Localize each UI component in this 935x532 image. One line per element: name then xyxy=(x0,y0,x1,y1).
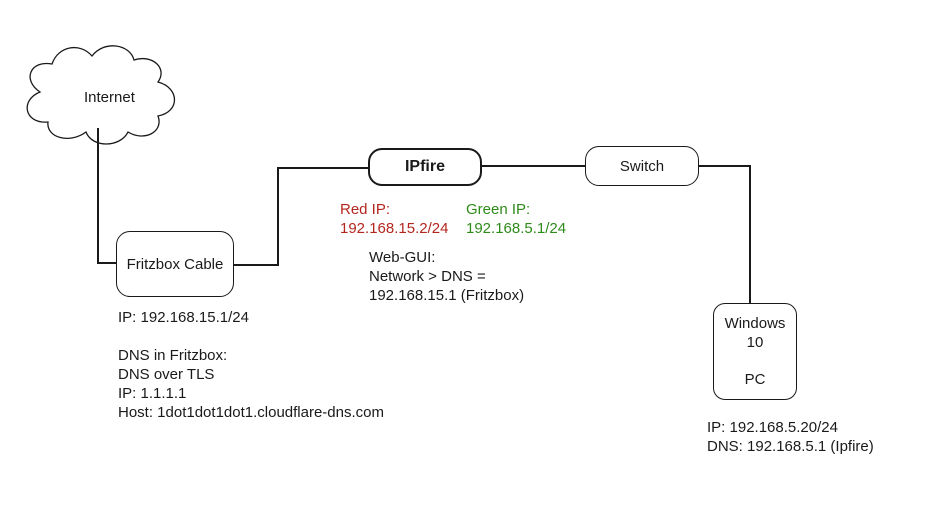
fritzbox-dns-line1: DNS in Fritzbox: xyxy=(118,347,228,364)
switch-node[interactable]: Switch xyxy=(585,146,699,186)
red-ip-value: 192.168.15.2/24 xyxy=(340,220,449,237)
windows-pc-node[interactable]: Windows 10 PC xyxy=(713,303,797,400)
fritzbox-dns-line4: Host: 1dot1dot1dot1.cloudflare-dns.com xyxy=(118,404,384,421)
switch-label: Switch xyxy=(619,157,665,175)
ipfire-node[interactable]: IPfire xyxy=(368,148,482,186)
windows-label-line3: PC xyxy=(744,371,766,388)
link-switch-windows xyxy=(697,165,751,303)
webgui-line3: 192.168.15.1 (Fritzbox) xyxy=(369,287,525,304)
internet-label: Internet xyxy=(84,89,135,106)
fritzbox-dns-note: DNS in Fritzbox: DNS over TLS IP: 1.1.1.… xyxy=(118,346,384,422)
link-internet-fritzbox xyxy=(97,128,118,264)
red-ip-note: Red IP: 192.168.15.2/24 xyxy=(340,200,448,238)
webgui-line2: Network > DNS = xyxy=(369,268,486,285)
internet-cloud-icon xyxy=(26,45,175,145)
pc-dns-text: DNS: 192.168.5.1 (Ipfire) xyxy=(707,438,874,455)
webgui-line1: Web-GUI: xyxy=(369,249,436,266)
webgui-note: Web-GUI: Network > DNS = 192.168.15.1 (F… xyxy=(369,248,524,305)
green-ip-label: Green IP: xyxy=(466,201,531,218)
fritzbox-ip-text: IP: 192.168.15.1/24 xyxy=(118,309,249,326)
pc-network-note: IP: 192.168.5.20/24 DNS: 192.168.5.1 (Ip… xyxy=(707,418,874,456)
fritzbox-ip-note: IP: 192.168.15.1/24 xyxy=(118,308,249,327)
fritzbox-dns-line2: DNS over TLS xyxy=(118,366,215,383)
green-ip-note: Green IP: 192.168.5.1/24 xyxy=(466,200,566,238)
link-fritzbox-ipfire xyxy=(232,167,370,266)
windows-label-line2: 10 xyxy=(746,334,764,351)
windows-label-line1: Windows xyxy=(724,315,786,332)
red-ip-label: Red IP: xyxy=(340,201,391,218)
green-ip-value: 192.168.5.1/24 xyxy=(466,220,567,237)
pc-ip-text: IP: 192.168.5.20/24 xyxy=(707,419,838,436)
fritzbox-dns-line3: IP: 1.1.1.1 xyxy=(118,385,187,402)
fritzbox-label: Fritzbox Cable xyxy=(126,255,224,273)
ipfire-label: IPfire xyxy=(404,158,445,175)
fritzbox-node[interactable]: Fritzbox Cable xyxy=(116,231,234,297)
